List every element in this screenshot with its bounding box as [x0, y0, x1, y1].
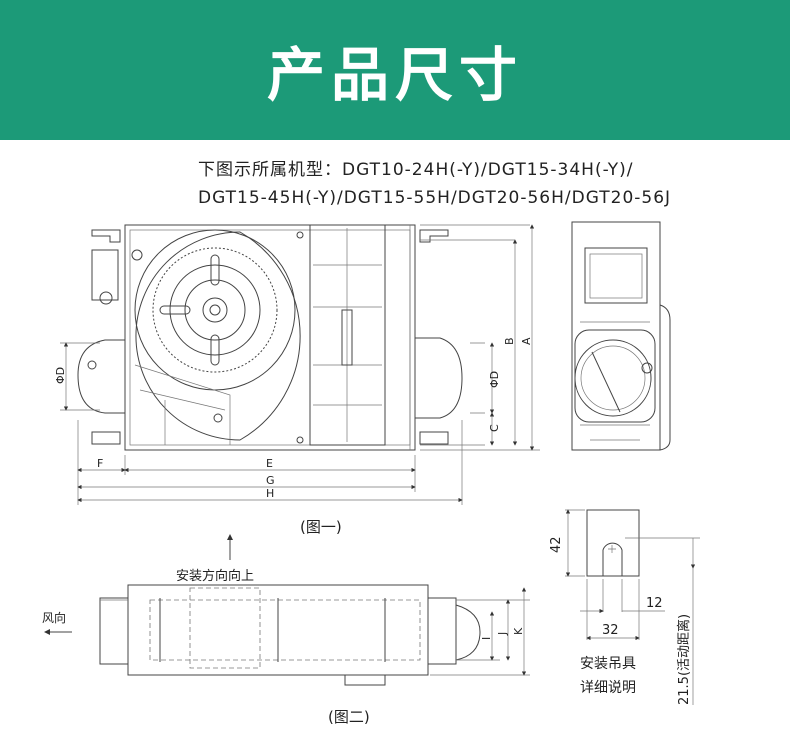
hanger-caption-2: 详细说明 — [580, 680, 636, 696]
dim-A: A — [520, 337, 533, 345]
hanger-detail: 42 12 32 21.5(活动距离) 安装吊具 详细说明 — [549, 509, 700, 705]
hanger-dim-height: 42 — [549, 536, 564, 553]
hanger-dim-slot: 12 — [646, 596, 663, 611]
model-list: 下图示所属机型：DGT10-24H(-Y)/DGT15-34H(-Y)/ DGT… — [198, 156, 671, 212]
dim-I: I — [480, 637, 493, 640]
figure1-front-view — [77, 224, 463, 451]
dim-K: K — [512, 627, 525, 635]
header-banner: 产品尺寸 — [0, 0, 790, 140]
dim-G: G — [266, 474, 275, 487]
dim-phiD-left: ΦD — [54, 367, 67, 384]
page-title: 产品尺寸 — [266, 41, 523, 109]
model-line-1: 下图示所属机型：DGT10-24H(-Y)/DGT15-34H(-Y)/ — [198, 160, 634, 180]
figure1-side-view — [571, 221, 671, 451]
model-line-2: DGT15-45H(-Y)/DGT15-55H/DGT20-56H/DGT20-… — [198, 188, 672, 208]
dim-E: E — [266, 457, 273, 470]
dim-J: J — [496, 632, 509, 636]
figure1-dimensions: F E G H ΦD ΦD C B A (图一) — [54, 224, 540, 536]
dim-B: B — [503, 337, 516, 345]
install-direction-label: 安装方向向上 — [176, 568, 254, 584]
filter-panel — [309, 224, 386, 446]
figure2-caption: (图二) — [328, 708, 370, 726]
dim-C: C — [488, 424, 501, 432]
dim-H: H — [266, 487, 274, 500]
dim-phiD-right: ΦD — [488, 371, 501, 388]
hanger-dim-width: 32 — [602, 623, 619, 638]
fan-icon — [131, 229, 301, 441]
hanger-dim-travel: 21.5(活动距离) — [676, 614, 692, 705]
figure2-top-view: 安装方向向上 风向 I J K (图二) — [42, 534, 530, 726]
figure1-caption: (图一) — [300, 518, 342, 536]
wind-direction-label: 风向 — [42, 610, 66, 625]
hanger-caption-1: 安装吊具 — [580, 656, 636, 672]
dim-F: F — [97, 457, 103, 470]
